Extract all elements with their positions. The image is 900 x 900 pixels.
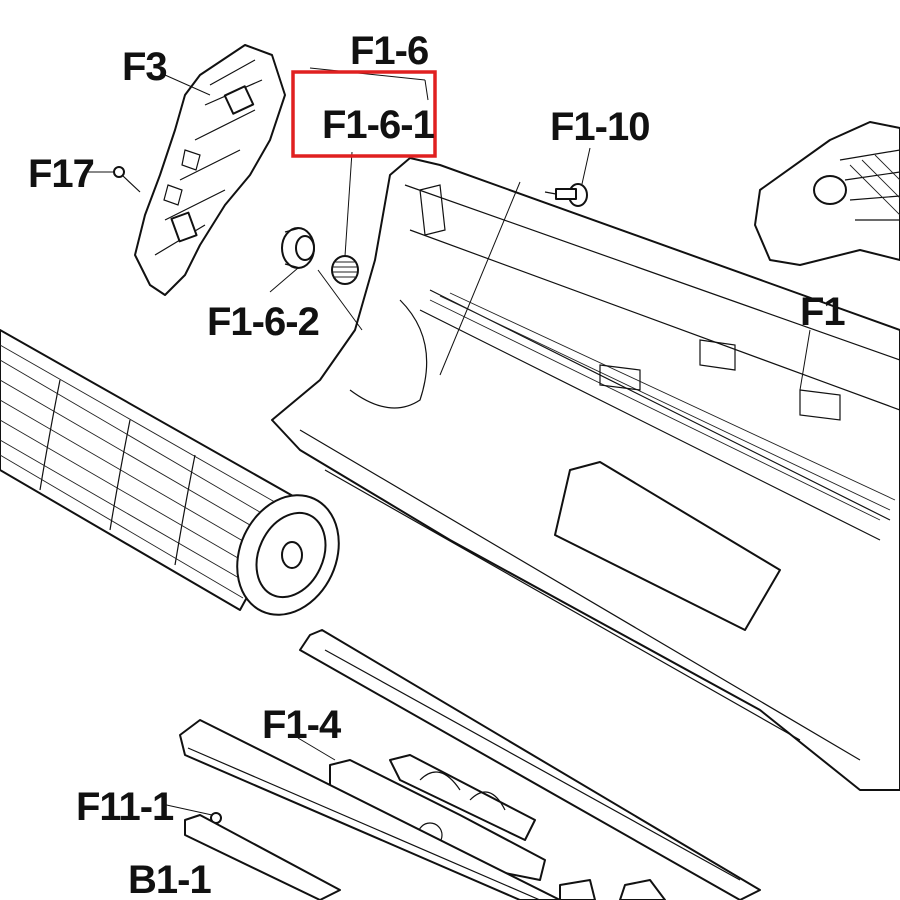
label-f1-6-1: F1-6-1 xyxy=(322,103,435,147)
part-bottom-right-clip xyxy=(559,879,666,900)
part-f1-6-1-gear xyxy=(331,255,359,285)
part-top-right-housing xyxy=(754,121,900,266)
highlight-box xyxy=(291,70,437,158)
label-f3: F3 xyxy=(122,45,167,89)
label-f1-6-2: F1-6-2 xyxy=(207,300,319,344)
label-f1: F1 xyxy=(800,290,845,334)
part-b1-1-strip xyxy=(184,814,341,900)
part-lower-rail xyxy=(299,629,761,900)
part-f17-screw xyxy=(113,166,141,193)
label-f17: F17 xyxy=(28,152,94,196)
part-f1-10-screw xyxy=(544,183,588,207)
label-f1-4: F1-4 xyxy=(262,703,342,747)
label-f1-6: F1-6 xyxy=(350,29,428,73)
label-b1-1: B1-1 xyxy=(128,858,211,900)
part-crossflow-fan xyxy=(0,329,340,616)
part-f1-chassis xyxy=(271,157,900,791)
leader-lines xyxy=(88,67,811,816)
part-f3-bracket xyxy=(134,44,286,296)
label-f11-1: F11-1 xyxy=(76,785,174,829)
label-f1-10: F1-10 xyxy=(550,105,650,149)
part-f11-1-panel xyxy=(179,719,561,900)
part-f1-6-2-bushing xyxy=(281,227,315,269)
